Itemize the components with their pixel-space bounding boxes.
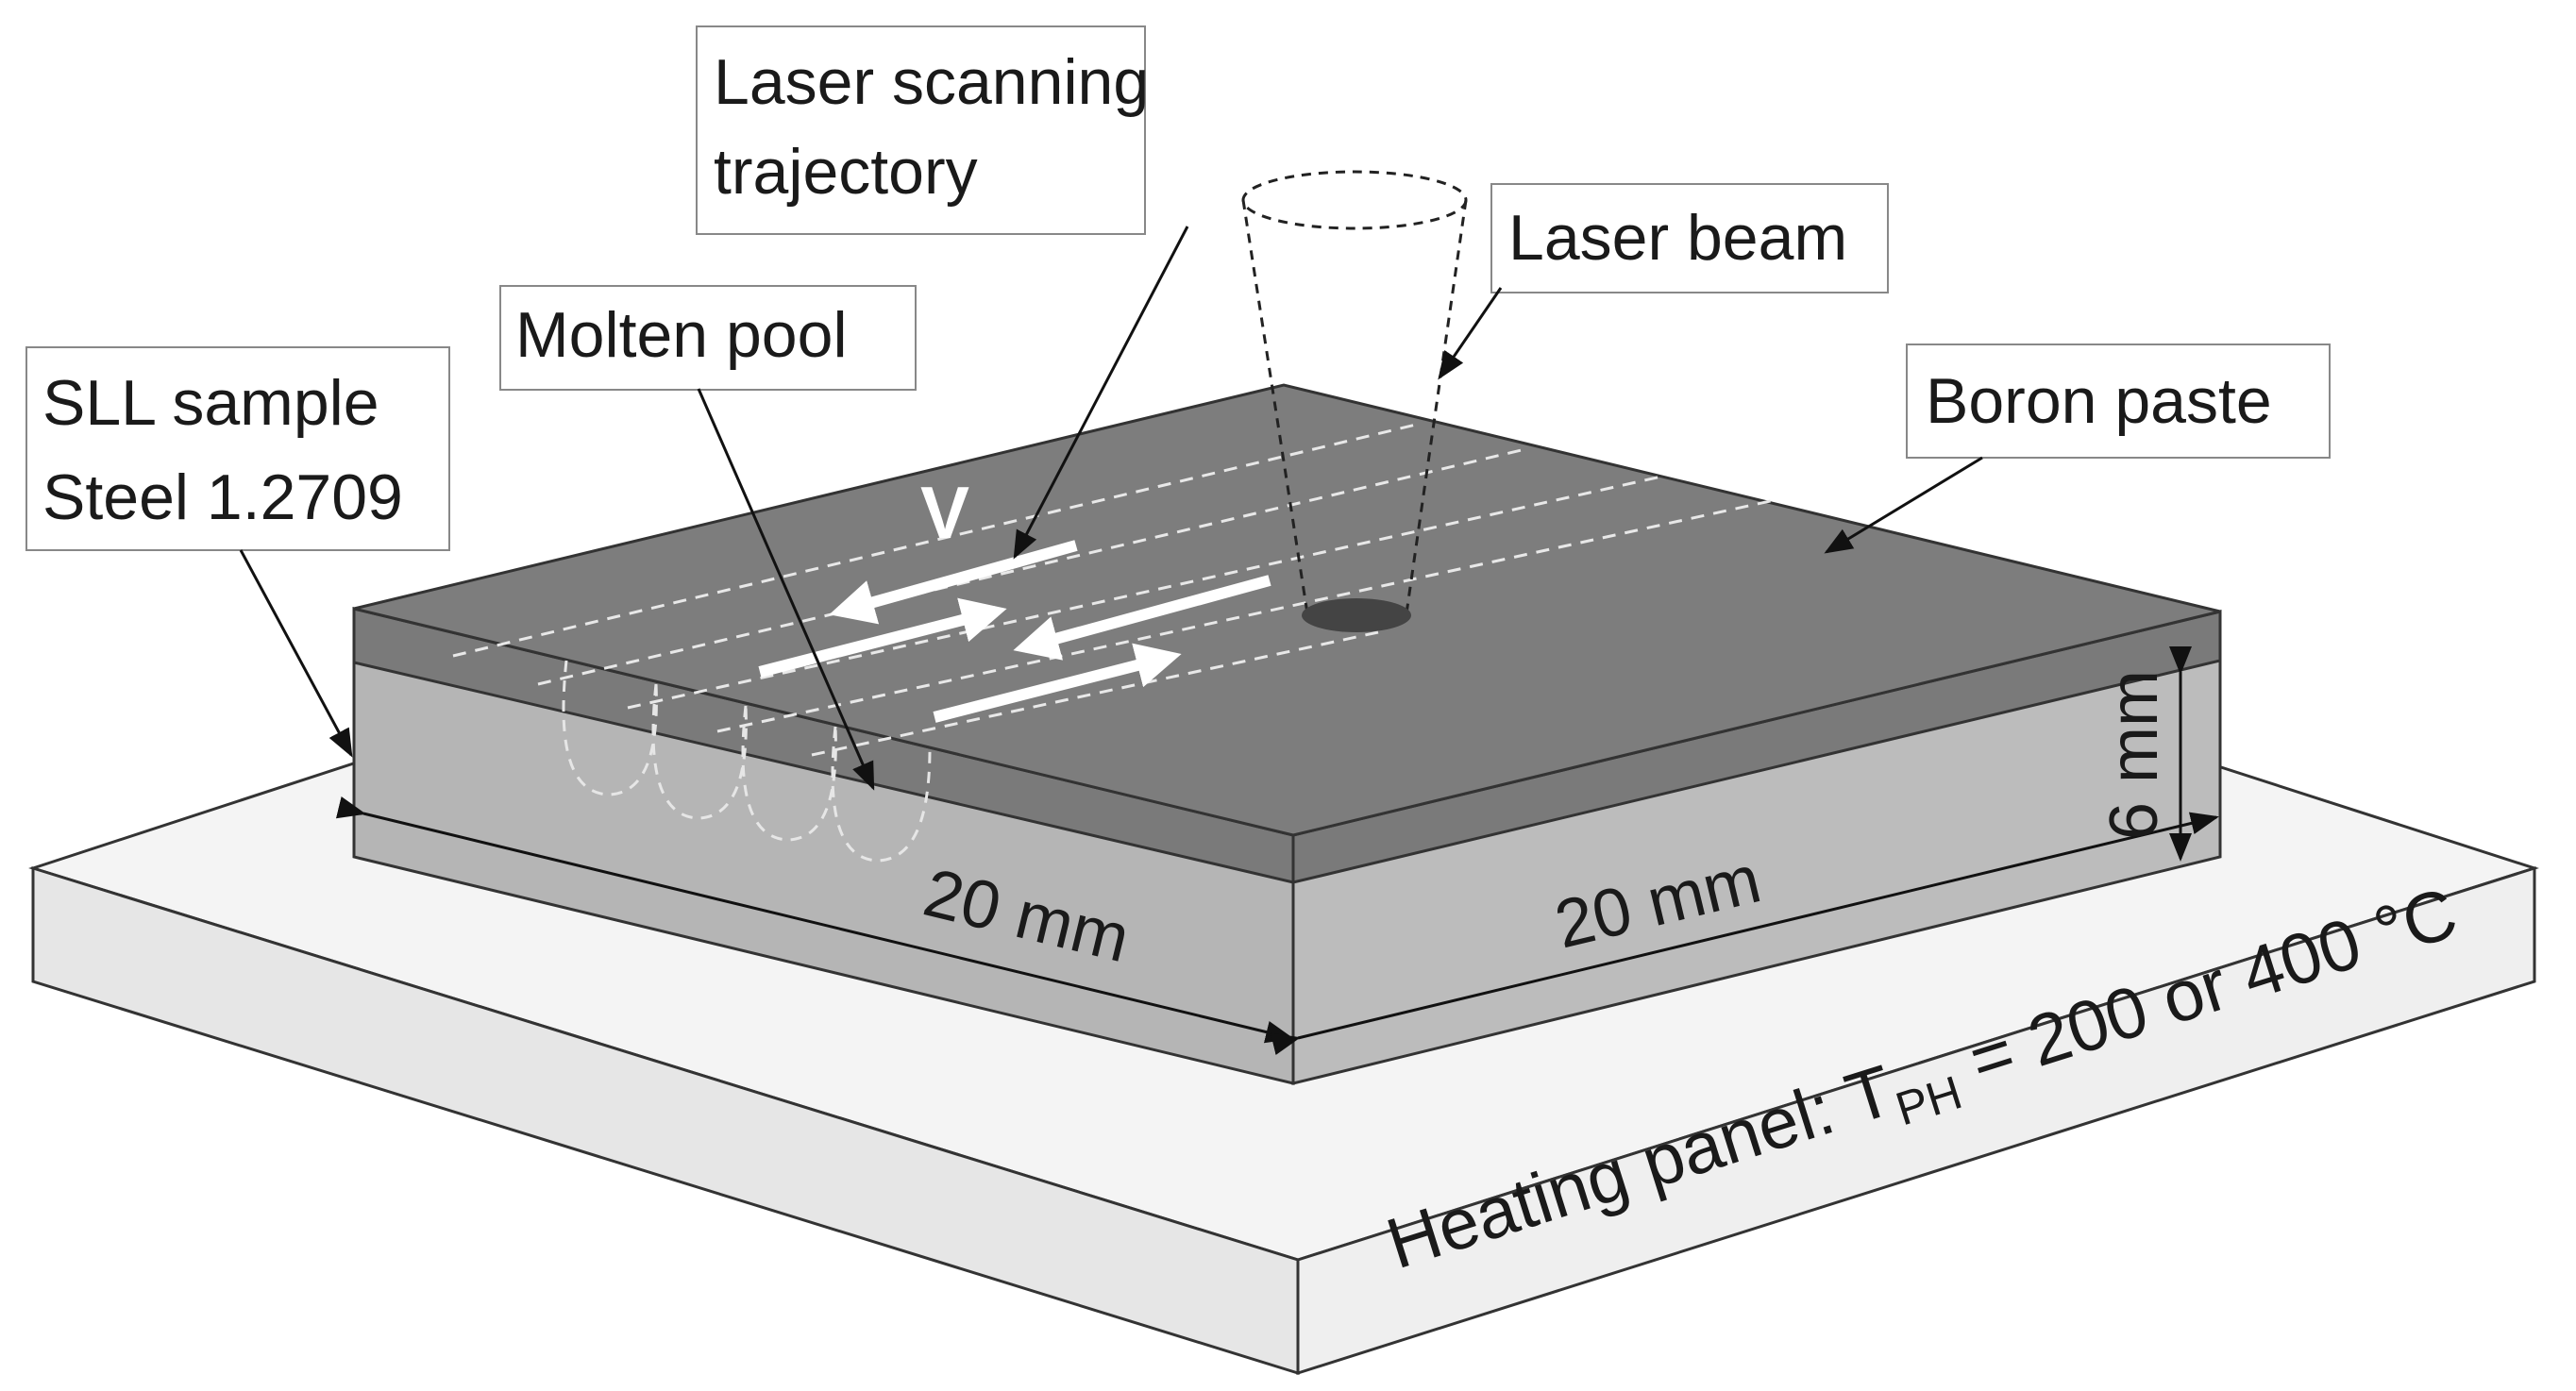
callout-laser-beam: Laser beam bbox=[1438, 183, 1889, 380]
molten-pool-sections bbox=[562, 660, 932, 863]
scan-track bbox=[537, 446, 1530, 686]
molten-pool-label: Molten pool bbox=[515, 299, 848, 371]
laser-beam-edge bbox=[1405, 199, 1468, 614]
laser-beam bbox=[1241, 170, 1468, 614]
laser-beam-label: Laser beam bbox=[1508, 202, 1847, 274]
laser-beam-edge bbox=[1241, 199, 1309, 614]
scan-arrow-right bbox=[758, 597, 1007, 678]
callout-laser-scanning: Laser scanning trajectory bbox=[696, 25, 1189, 560]
callout-sll-sample: SLL sample Steel 1.2709 bbox=[25, 346, 450, 758]
scan-arrow-left bbox=[829, 540, 1078, 625]
pool-section bbox=[741, 705, 837, 842]
laser-spot bbox=[1302, 598, 1411, 632]
dimension-front bbox=[335, 796, 1294, 1044]
callout-boron-paste: Boron paste bbox=[1824, 344, 2331, 554]
scan-arrow-left bbox=[1013, 575, 1271, 661]
callout-molten-pool: Molten pool bbox=[499, 285, 917, 791]
laser-beam-top bbox=[1241, 170, 1468, 230]
scan-track bbox=[452, 423, 1417, 658]
scan-track bbox=[627, 475, 1662, 710]
pool-section bbox=[651, 683, 748, 820]
pool-section bbox=[562, 660, 658, 796]
laser-scanning-label-line2: trajectory bbox=[714, 136, 978, 208]
sample-top-surface bbox=[353, 383, 2221, 837]
sll-sample-label-line1: SLL sample bbox=[42, 367, 379, 439]
dimension-height-label: 6 mm bbox=[2096, 670, 2172, 840]
boron-paste-label: Boron paste bbox=[1926, 365, 2272, 437]
scan-arrow-right bbox=[933, 643, 1182, 723]
sll-sample-label-line2: Steel 1.2709 bbox=[42, 461, 403, 533]
velocity-label: V bbox=[920, 471, 969, 554]
scan-tracks bbox=[452, 423, 1776, 757]
scan-track bbox=[811, 630, 1379, 757]
pool-section bbox=[831, 726, 932, 863]
laser-scanning-label-line1: Laser scanning bbox=[714, 46, 1149, 118]
scan-direction-arrows bbox=[758, 540, 1271, 723]
dimension-side bbox=[1270, 812, 2219, 1055]
